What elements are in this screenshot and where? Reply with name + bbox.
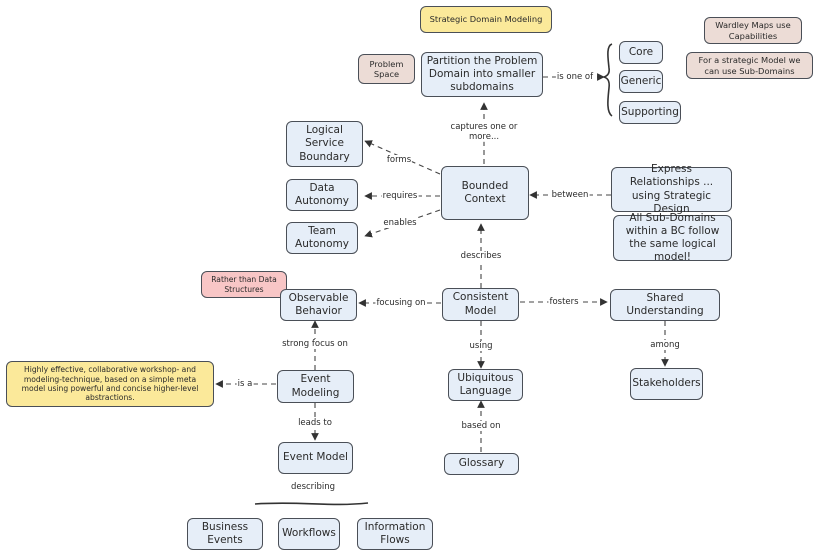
label-using: using: [468, 341, 494, 351]
node-bounded-context: Bounded Context: [441, 166, 529, 220]
node-event-model: Event Model: [278, 442, 353, 474]
node-all-sub-domains: All Sub-Domains within a BC follow the s…: [613, 212, 732, 263]
label-fosters: fosters: [548, 297, 580, 307]
label-describing: describing: [289, 482, 337, 492]
node-stakeholders: Stakeholders: [630, 368, 703, 400]
node-ubiquitous-language: Ubiquitous Language: [448, 369, 523, 401]
node-strategic-domain-modeling: Strategic Domain Modeling: [420, 6, 552, 33]
label-describes: describes: [459, 251, 503, 261]
label-based-on: based on: [460, 421, 502, 431]
node-consistent-model: Consistent Model: [442, 288, 519, 321]
label-captures: captures one or more...: [447, 121, 521, 143]
node-express-relationships: Express Relationships ... using Strategi…: [611, 163, 732, 215]
label-requires: requires: [381, 191, 419, 201]
label-is-one-of: is one of: [555, 72, 595, 82]
node-business-events: Business Events: [187, 518, 263, 550]
node-observable-behavior: Observable Behavior: [280, 289, 357, 321]
node-team-autonomy: Team Autonomy: [286, 222, 358, 254]
node-shared-understanding: Shared Understanding: [610, 289, 720, 321]
label-enables: enables: [382, 218, 418, 228]
node-partition-problem-domain: Partition the Problem Domain into smalle…: [421, 52, 543, 97]
label-leads-to: leads to: [297, 418, 333, 428]
node-glossary: Glossary: [444, 453, 519, 475]
node-data-autonomy: Data Autonomy: [286, 179, 358, 211]
note-wardley-maps: Wardley Maps use Capabilities: [704, 17, 802, 44]
note-sub-domains: For a strategic Model we can use Sub-Dom…: [686, 52, 813, 79]
label-among: among: [649, 340, 681, 350]
label-is-a: is a: [236, 379, 254, 389]
node-event-modeling: Event Modeling: [277, 370, 354, 403]
node-workflows: Workflows: [278, 518, 340, 550]
brace-shape: [601, 43, 613, 117]
note-highly-effective: Highly effective, collaborative workshop…: [6, 361, 214, 407]
node-generic: Generic: [619, 70, 663, 93]
node-supporting: Supporting: [619, 101, 681, 124]
label-forms: forms: [385, 155, 413, 165]
label-between: between: [550, 190, 590, 200]
label-strong-focus-on: strong focus on: [281, 339, 349, 349]
node-information-flows: Information Flows: [357, 518, 433, 550]
describing-underline: [254, 502, 369, 506]
note-rather-than-data-structures: Rather than Data Structures: [201, 271, 287, 298]
note-problem-space: Problem Space: [358, 54, 415, 84]
node-logical-service-boundary: Logical Service Boundary: [286, 121, 363, 167]
label-focusing-on: focusing on: [375, 298, 427, 308]
node-core: Core: [619, 41, 663, 64]
